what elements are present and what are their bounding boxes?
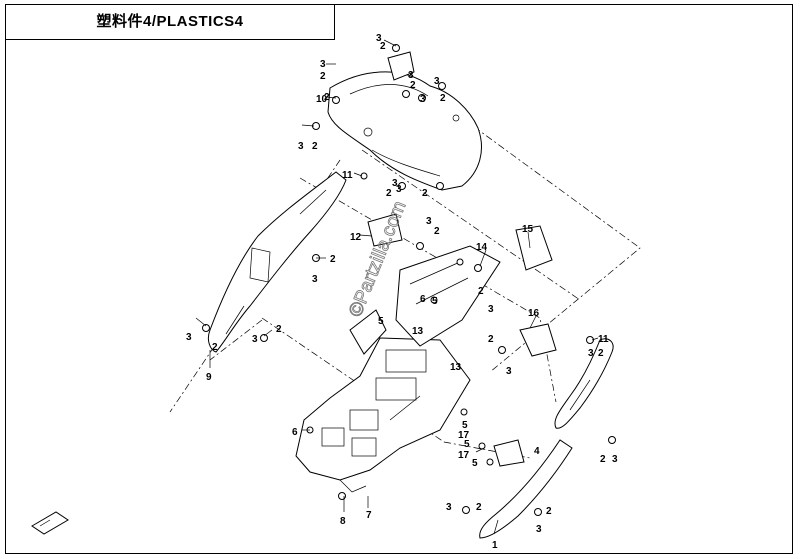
callout-15: 15 — [522, 224, 534, 235]
callout-14: 14 — [476, 242, 488, 253]
callout-2: 2 — [212, 342, 218, 353]
callout-2: 2 — [422, 188, 428, 199]
callout-10: 10 — [316, 94, 328, 105]
callout-5: 5 — [472, 458, 478, 469]
callout-3: 3 — [186, 332, 192, 343]
callout-3: 3 — [446, 502, 452, 513]
callout-2: 2 — [488, 334, 494, 345]
fwd-arrow-icon — [31, 511, 69, 535]
callout-4: 4 — [534, 446, 540, 457]
callout-3: 3 — [488, 304, 494, 315]
callout-2: 2 — [312, 141, 318, 152]
callout-3: 3 — [426, 216, 432, 227]
callout-2: 2 — [440, 93, 446, 104]
callout-5: 5 — [462, 420, 468, 431]
callout-11: 11 — [598, 334, 609, 345]
callout-11: 11 — [342, 170, 353, 181]
callout-2: 2 — [478, 286, 484, 297]
diagram-title: 塑料件4/PLASTICS4 — [96, 13, 244, 30]
callout-3: 3 — [420, 94, 426, 105]
callout-6: 6 — [420, 294, 426, 305]
callout-3: 3 — [408, 70, 414, 81]
callout-labels: 1 2 2 2 2 2 2 2 2 2 2 2 2 2 2 2 2 2 2 3 … — [186, 33, 618, 551]
upper-tail-cover — [327, 51, 482, 191]
callout-5: 5 — [378, 316, 384, 327]
callout-17: 17 — [458, 430, 470, 441]
callout-3: 3 — [396, 184, 402, 195]
callout-6: 6 — [292, 427, 298, 438]
callout-2: 2 — [410, 80, 416, 91]
callout-2: 2 — [320, 71, 326, 82]
callout-2: 2 — [380, 41, 386, 52]
drawing-frame — [5, 4, 793, 554]
callout-5: 5 — [432, 296, 438, 307]
callout-8: 8 — [340, 516, 346, 527]
callout-5: 5 — [464, 439, 470, 450]
callout-3: 3 — [376, 33, 382, 44]
title-block: 塑料件4/PLASTICS4 — [5, 4, 335, 40]
callout-3: 3 — [588, 348, 594, 359]
callout-2: 2 — [276, 324, 282, 335]
callout-3: 3 — [612, 454, 618, 465]
center-undertray — [295, 337, 471, 493]
callout-3: 3 — [434, 76, 440, 87]
callout-2: 2 — [330, 254, 336, 265]
callout-7: 7 — [366, 510, 372, 521]
callout-2: 2 — [600, 454, 606, 465]
callout-2: 2 — [324, 92, 330, 103]
callout-3: 3 — [392, 178, 398, 189]
fasteners — [202, 44, 616, 516]
callout-9: 9 — [206, 372, 212, 383]
rear-bracket — [349, 213, 557, 467]
right-side-panel — [479, 338, 614, 539]
callout-12: 12 — [350, 232, 362, 243]
callout-3: 3 — [298, 141, 304, 152]
callout-2: 2 — [598, 348, 604, 359]
left-side-panel — [207, 171, 347, 353]
callout-3: 3 — [312, 274, 318, 285]
callout-3: 3 — [506, 366, 512, 377]
callout-16: 16 — [528, 308, 540, 319]
callout-13: 13 — [450, 362, 462, 373]
callout-1: 1 — [492, 540, 498, 551]
callout-13: 13 — [412, 326, 424, 337]
callout-2: 2 — [546, 506, 552, 517]
callout-2: 2 — [434, 226, 440, 237]
callout-17: 17 — [458, 450, 470, 461]
callout-3: 3 — [536, 524, 542, 535]
callout-2: 2 — [476, 502, 482, 513]
callout-3: 3 — [320, 59, 326, 70]
callout-3: 3 — [252, 334, 258, 345]
callout-2: 2 — [386, 188, 392, 199]
leader-lines — [195, 39, 599, 535]
